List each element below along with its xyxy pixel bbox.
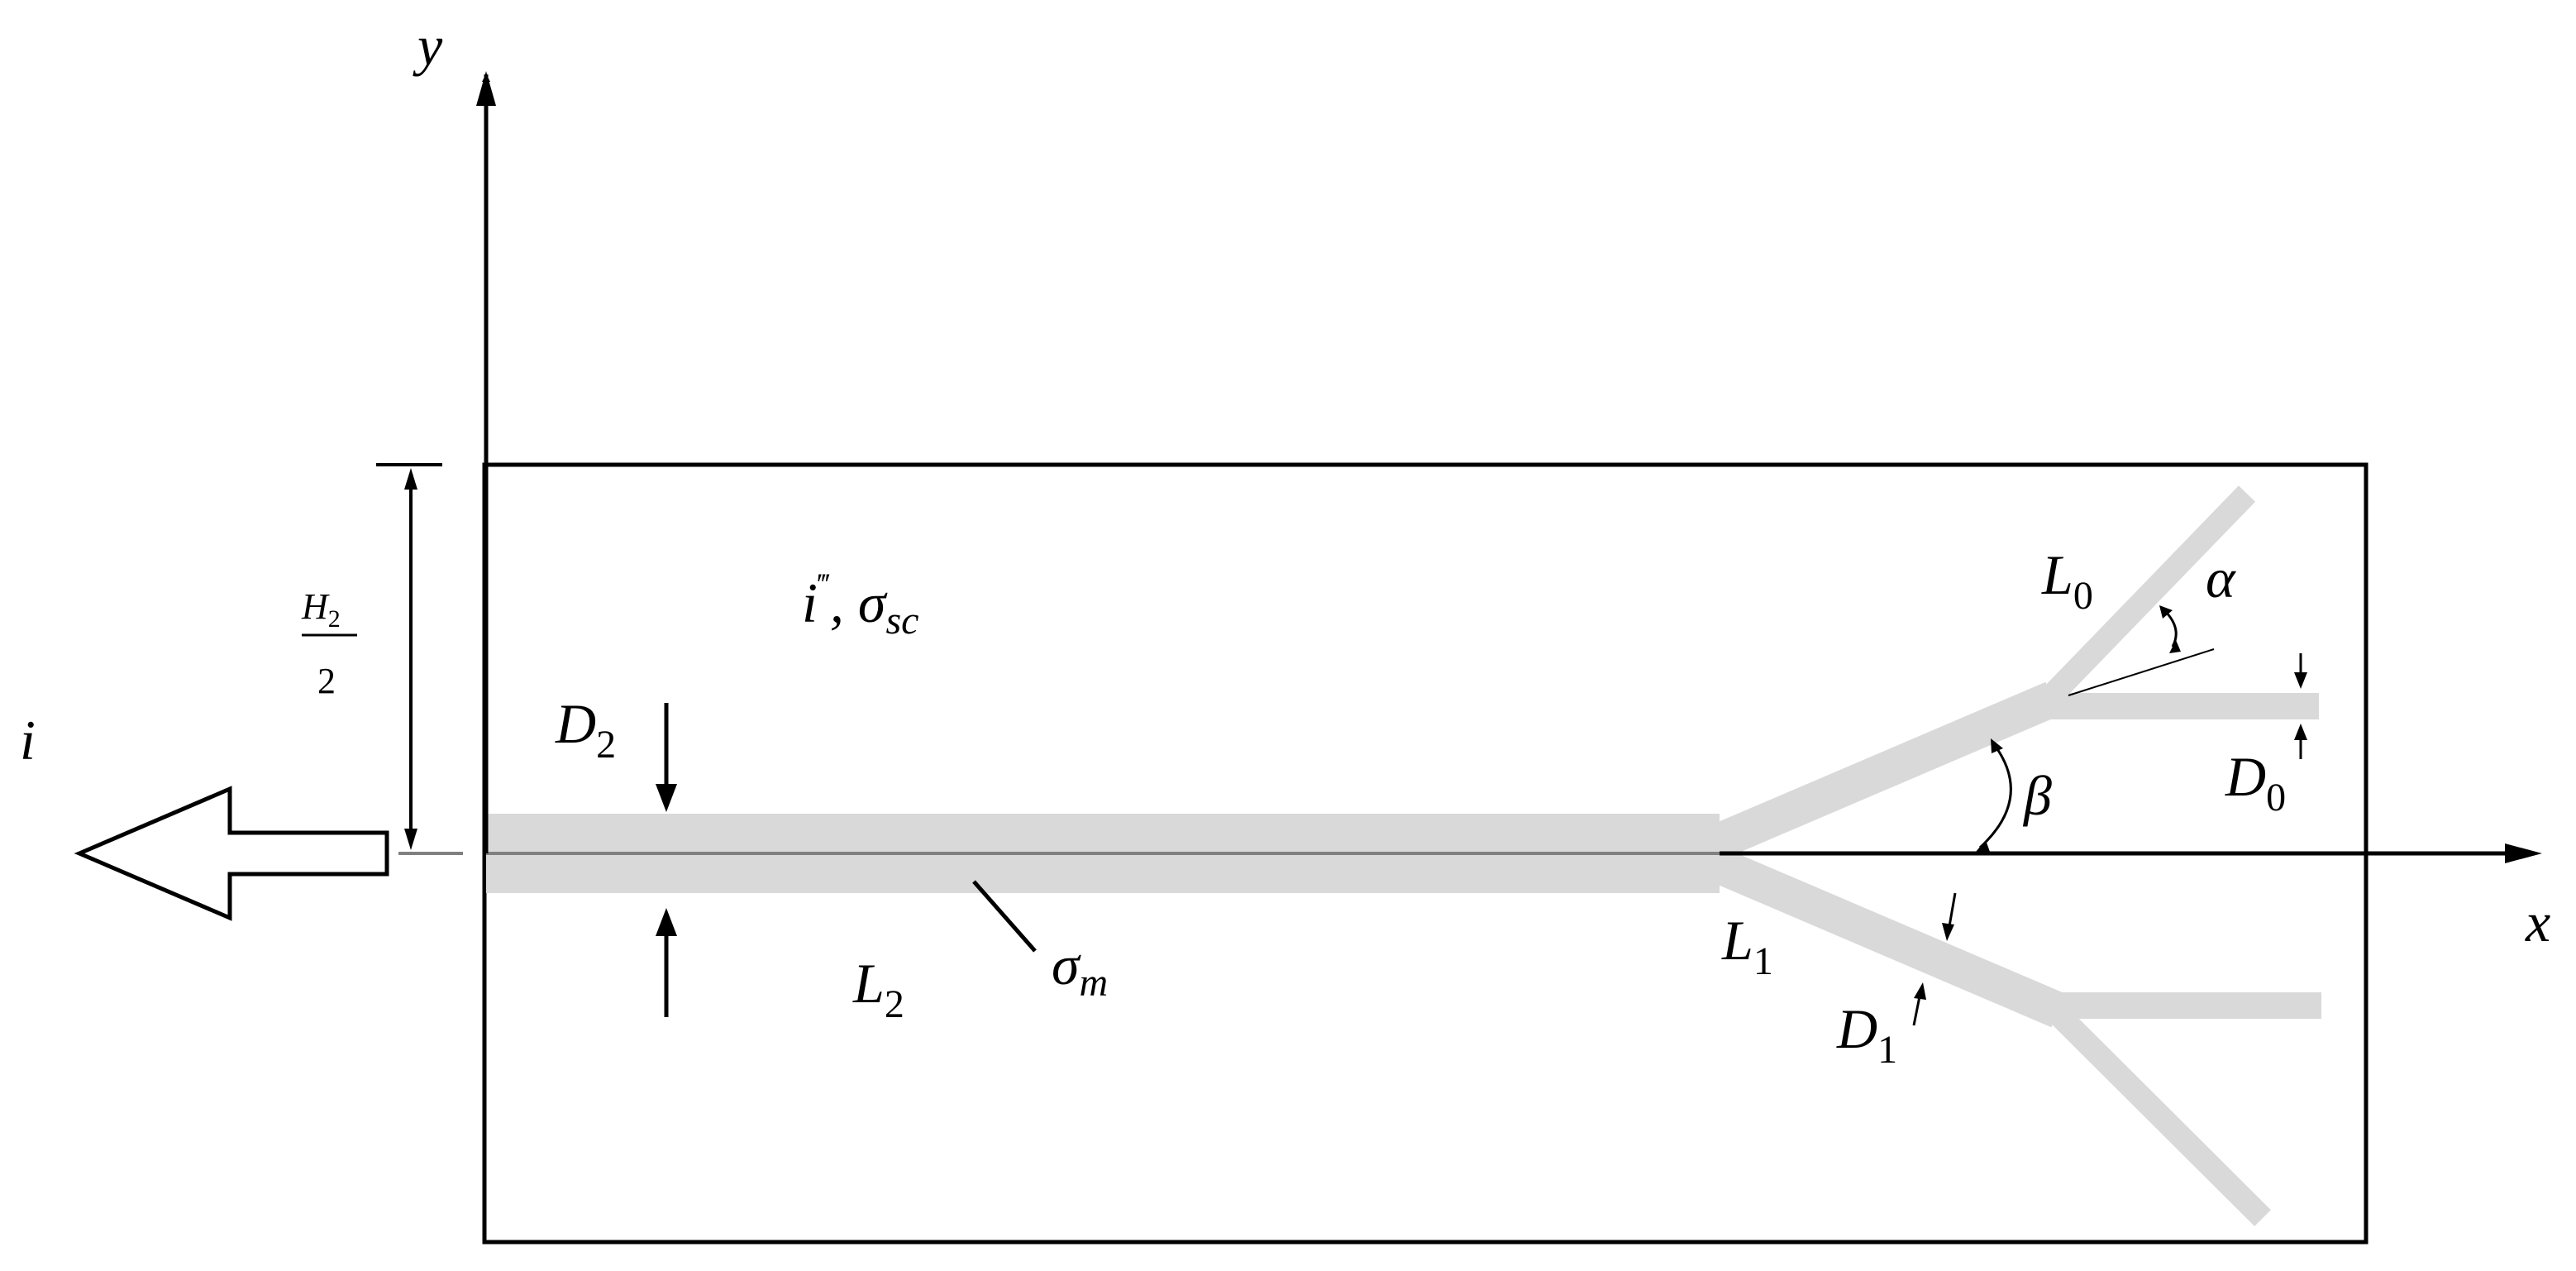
d2-top-arrowhead — [656, 784, 677, 812]
beta-angle-arc — [1978, 743, 2012, 849]
upper-angled-tip — [2037, 485, 2256, 710]
source-term-label: i‴, σsc — [802, 567, 918, 643]
svg-text:2: 2 — [317, 661, 336, 701]
d1-upper-arrow-shaft — [1948, 892, 1957, 927]
d1-lower-arrowhead — [1914, 982, 1926, 1000]
x-axis-arrowhead — [2505, 843, 2542, 863]
d2-label: D2 — [555, 692, 616, 767]
l0-label: L0 — [2041, 543, 2093, 618]
lower-first-branch — [1687, 838, 2066, 1028]
d0-bottom-arrowhead — [2294, 724, 2307, 740]
y-axis-arrowhead — [476, 71, 496, 106]
beta-arc-arrow-bottom — [1976, 840, 1990, 852]
beta-arc-arrow-top — [1991, 738, 2003, 753]
current-label: i — [20, 709, 36, 772]
alpha-reference-line — [2068, 648, 2215, 696]
svg-text:H2: H2 — [301, 586, 341, 633]
height-fraction-label: H2 2 — [301, 586, 357, 701]
sigma-m-label: σm — [1052, 934, 1108, 1005]
d1-upper-arrowhead — [1942, 923, 1954, 941]
alpha-arc-arrow-bottom — [2169, 640, 2181, 653]
l2-label: L2 — [852, 952, 904, 1026]
alpha-angle-arc — [2163, 609, 2178, 647]
x-axis-label: x — [2525, 891, 2550, 953]
beta-label: β — [2022, 764, 2052, 827]
height-dimension — [376, 463, 463, 855]
d0-label: D0 — [2225, 745, 2286, 819]
height-dim-arrow-bottom — [404, 829, 417, 850]
sigma-m-leader — [972, 880, 1037, 953]
d1-lower-arrow-shaft — [1912, 996, 1921, 1026]
d0-top-arrowhead — [2294, 672, 2307, 689]
lower-angled-tip — [2049, 1005, 2271, 1226]
current-out-arrow — [74, 786, 389, 921]
y-axis-label: y — [413, 14, 443, 77]
alpha-label: α — [2206, 547, 2236, 609]
upper-first-branch — [1687, 681, 2060, 869]
d2-bottom-arrowhead — [656, 908, 677, 936]
height-dim-arrow-top — [404, 468, 417, 490]
alpha-arc-arrow-top — [2159, 605, 2173, 619]
l1-label: L1 — [1721, 909, 1773, 983]
d1-label: D1 — [1836, 997, 1897, 1072]
